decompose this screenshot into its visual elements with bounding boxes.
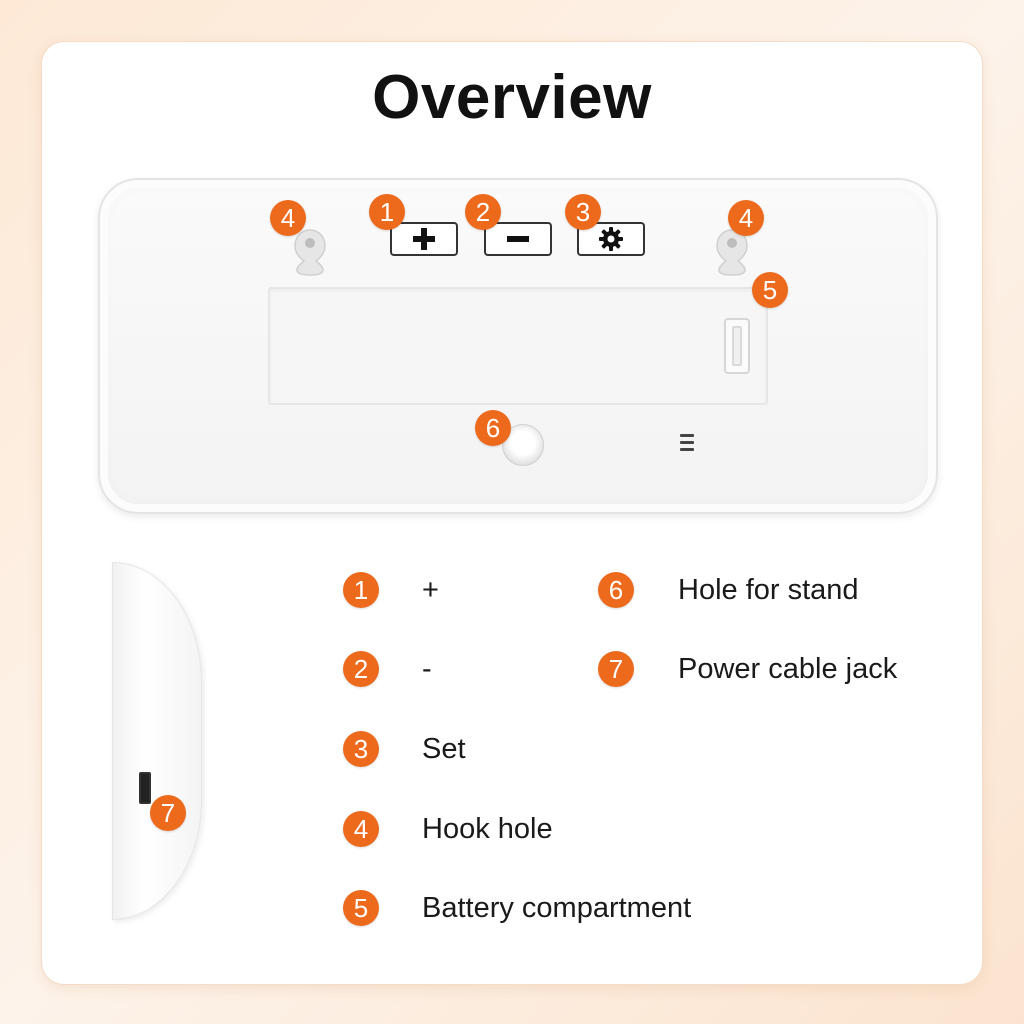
badge-stand: 6 <box>475 410 511 446</box>
legend-label-2: - <box>422 653 432 685</box>
power-cable-jack <box>139 772 151 804</box>
plus-icon <box>413 228 435 250</box>
legend-badge-6: 6 <box>598 572 634 608</box>
legend-label-4: Hook hole <box>422 813 553 845</box>
legend-badge-7: 7 <box>598 651 634 687</box>
legend-badge-1: 1 <box>343 572 379 608</box>
device-side-view <box>112 562 202 920</box>
legend-label-7: Power cable jack <box>678 653 898 685</box>
battery-latch-detail <box>732 326 742 366</box>
badge-plus: 1 <box>369 194 405 230</box>
minus-button[interactable] <box>484 222 552 256</box>
legend-badge-4: 4 <box>343 811 379 847</box>
badge-minus: 2 <box>465 194 501 230</box>
page-title: Overview <box>372 63 652 132</box>
badge-hook-left: 4 <box>270 200 306 236</box>
legend-badge-3: 3 <box>343 731 379 767</box>
legend-badge-5: 5 <box>343 890 379 926</box>
battery-compartment <box>268 287 768 405</box>
gear-icon <box>599 227 623 251</box>
legend-label-5: Battery compartment <box>422 892 692 924</box>
legend-badge-2: 2 <box>343 651 379 687</box>
legend-label-1: + <box>422 574 439 606</box>
vent-marks <box>680 434 694 454</box>
badge-battery: 5 <box>752 272 788 308</box>
legend-label-6: Hole for stand <box>678 574 859 606</box>
minus-icon <box>507 236 529 242</box>
legend-label-3: Set <box>422 733 466 765</box>
badge-hook-right: 4 <box>728 200 764 236</box>
badge-power-jack: 7 <box>150 795 186 831</box>
hook-hole-right <box>716 229 748 276</box>
hook-hole-left <box>294 229 326 276</box>
badge-set: 3 <box>565 194 601 230</box>
plus-button[interactable] <box>390 222 458 256</box>
